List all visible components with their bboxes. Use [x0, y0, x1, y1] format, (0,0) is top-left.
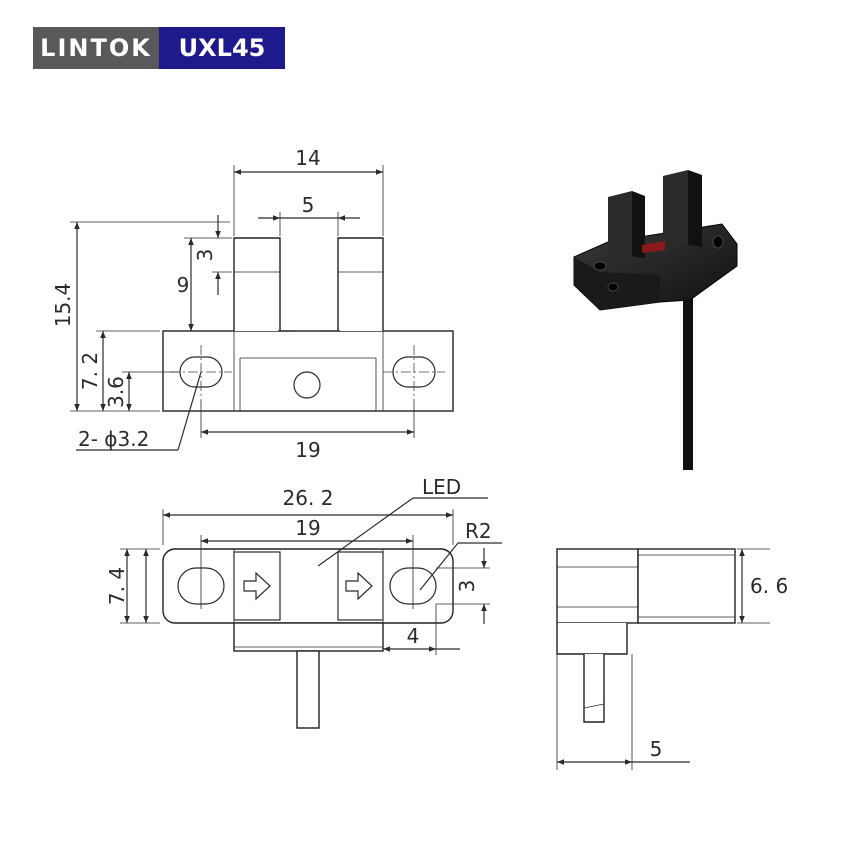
dim-4: 4	[407, 624, 420, 648]
bottom-emitter-window	[233, 551, 281, 621]
bottom-cable	[296, 650, 320, 729]
front-base	[162, 330, 454, 412]
sensor-photo	[573, 170, 738, 470]
dim-7-4: 7. 4	[105, 567, 129, 605]
dim-26-2: 26. 2	[283, 486, 334, 510]
brand-logo: LINTOK UXL45	[33, 27, 285, 69]
dim-5-side: 5	[650, 737, 663, 761]
side-cable	[583, 654, 605, 723]
bottom-body	[162, 548, 454, 624]
dim-19-bottom: 19	[295, 516, 320, 540]
dim-3-slot: 3	[455, 580, 479, 593]
arrow-right-icon	[345, 571, 373, 601]
side-view: 6. 6 5	[556, 548, 788, 770]
dim-14: 14	[295, 146, 320, 170]
bottom-receiver-window	[337, 551, 384, 621]
dim-5-slot: 5	[302, 193, 315, 217]
label-r2: R2	[465, 519, 492, 543]
front-led-window	[293, 371, 321, 399]
label-led: LED	[422, 475, 461, 499]
front-view: 14 5 15.4 9 3 7. 2 3.6 2- ϕ3.2	[51, 146, 454, 462]
brand-name: LINTOK	[33, 27, 159, 69]
dim-3-6: 3.6	[104, 376, 128, 408]
bottom-view: 26. 2 19 7. 4 3 4 LED R2	[105, 475, 502, 729]
side-base	[556, 548, 639, 624]
side-arm	[637, 548, 736, 624]
dim-6-6: 6. 6	[750, 574, 788, 598]
front-right-arm	[337, 237, 384, 331]
front-left-arm	[233, 237, 281, 331]
side-connector	[556, 623, 628, 655]
dim-9: 9	[177, 273, 190, 297]
dim-3-lip: 3	[193, 249, 217, 262]
arrow-right-icon	[243, 571, 271, 601]
model-name: UXL45	[159, 27, 285, 69]
bottom-connector	[233, 622, 384, 652]
dim-15-4: 15.4	[51, 283, 75, 328]
dim-7-2: 7. 2	[78, 352, 102, 390]
dim-19-front: 19	[295, 438, 320, 462]
dim-hole-spec: 2- ϕ3.2	[78, 427, 149, 451]
